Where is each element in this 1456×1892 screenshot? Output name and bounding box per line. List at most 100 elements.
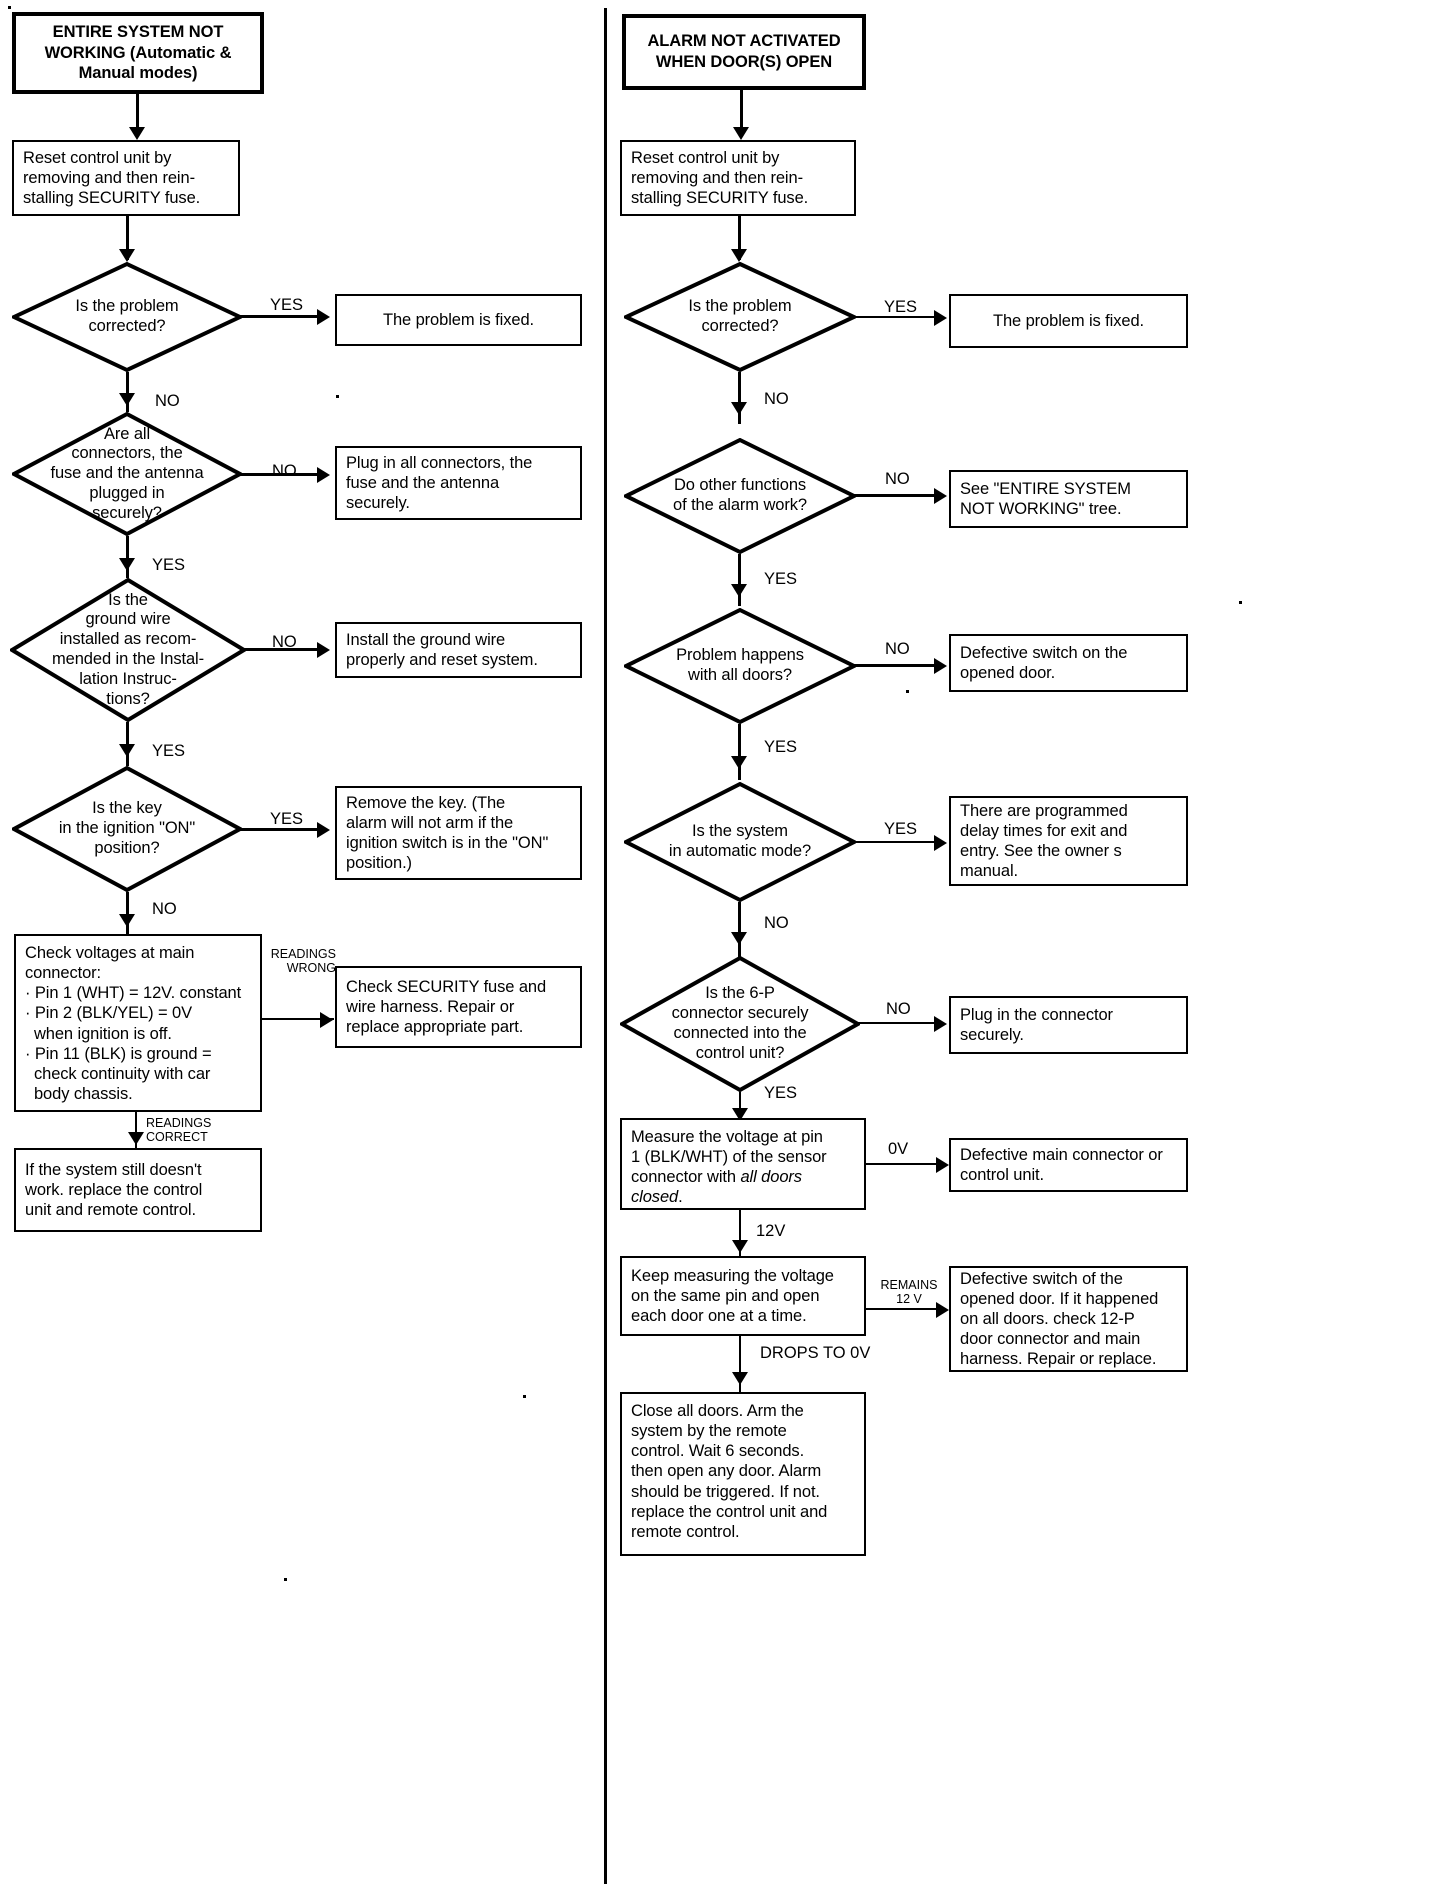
right-label-0v: 0V [888, 1140, 909, 1158]
left-diamond-3-text: Is the ground wire installed as recom- m… [52, 590, 204, 708]
left-edge-d1-yes [240, 315, 320, 318]
right-diamond-3-text: Problem happens with all doors? [676, 646, 804, 684]
speck-6 [1239, 601, 1242, 604]
right-arrowhead-3 [934, 310, 947, 326]
right-edge-d2-no [854, 494, 940, 497]
right-arrowhead-14 [732, 1240, 748, 1253]
right-reset-box: Reset control unit by removing and then … [620, 140, 856, 216]
right-edge-d2-yes [738, 554, 741, 606]
left-label-d3-no: NO [272, 633, 297, 651]
left-diamond-ground-wire: Is the ground wire installed as recom- m… [10, 578, 246, 722]
right-close-doors-text: Close all doors. Arm the system by the r… [631, 1402, 828, 1541]
right-edge-title-to-reset [740, 90, 743, 132]
left-arrowhead-7 [317, 642, 330, 658]
right-edge-d5-yes [739, 1092, 741, 1120]
measure-text-pre: Measure the voltage at pin 1 (BLK/WHT) o… [631, 1128, 827, 1187]
left-arrowhead-8 [119, 744, 135, 757]
right-edge-d1-yes [854, 316, 940, 318]
left-diamond-problem-corrected: Is the problem corrected? [12, 262, 242, 372]
right-label-d5-yes: YES [764, 1084, 798, 1102]
right-edge-reset-to-d1 [738, 216, 741, 260]
right-label-d1-yes: YES [884, 298, 918, 316]
left-diamond-4-text: Is the key in the ignition "ON" position… [58, 799, 196, 857]
left-final-text: If the system still doesn't work. replac… [25, 1160, 203, 1220]
left-label-d1-no: NO [155, 392, 180, 410]
left-reset-box: Reset control unit by removing and then … [12, 140, 240, 216]
left-diamond-connectors: Are all connectors, the fuse and the ant… [12, 412, 242, 536]
left-arrowhead-11 [320, 1012, 333, 1028]
left-edge-d1-no [126, 372, 129, 412]
left-label-d2-yes: YES [152, 556, 186, 574]
left-final-box: If the system still doesn't work. replac… [14, 1148, 262, 1232]
right-result-delay-times-text: There are programmed delay times for exi… [960, 801, 1128, 881]
right-result-see-tree-text: See "ENTIRE SYSTEM NOT WORKING" tree. [960, 479, 1131, 518]
right-result-defective-switch-text: Defective switch on the opened door. [960, 643, 1128, 682]
left-label-d3-yes: YES [152, 742, 186, 760]
left-label-d4-yes: YES [270, 810, 304, 828]
right-label-d2-yes: YES [764, 570, 798, 588]
cv-line-1: Check voltages at main [25, 944, 195, 962]
left-edge-d2-yes [126, 536, 129, 578]
right-arrowhead-7 [934, 658, 947, 674]
right-title-text: ALARM NOT ACTIVATED WHEN DOOR(S) OPEN [647, 32, 841, 71]
left-result-securityfuse-box: Check SECURITY fuse and wire harness. Re… [335, 966, 582, 1048]
right-label-d4-yes: YES [884, 820, 918, 838]
right-edge-d3-no [854, 664, 940, 667]
right-diamond-2-text: Do other functions of the alarm work? [673, 476, 807, 514]
cv-line-5: when ignition is off. [25, 1024, 172, 1043]
right-arrowhead-10 [731, 932, 747, 945]
left-edge-title-to-reset [136, 94, 139, 132]
speck-5 [284, 1578, 287, 1581]
right-arrowhead-13 [936, 1157, 949, 1173]
left-reset-text: Reset control unit by removing and then … [23, 148, 201, 208]
cv-line-2: connector: [25, 964, 102, 983]
right-edge-0v [866, 1163, 942, 1165]
right-result-plug-connector-box: Plug in the connector securely. [949, 996, 1188, 1054]
left-edge-readings-wrong [262, 1018, 334, 1020]
right-result-defective-door-switch-text: Defective switch of the opened door. If … [960, 1269, 1159, 1369]
left-arrowhead-10 [119, 914, 135, 927]
right-edge-remains-12v [866, 1308, 946, 1310]
left-diamond-1-text: Is the problem corrected? [75, 297, 179, 335]
right-close-doors-box: Close all doors. Arm the system by the r… [620, 1392, 866, 1556]
right-label-drops-to-0v: DROPS TO 0V [760, 1344, 871, 1362]
right-result-main-connector-box: Defective main connector or control unit… [949, 1138, 1188, 1192]
right-edge-12v [739, 1210, 741, 1256]
left-result-plugin-text: Plug in all connectors, the fuse and the… [346, 453, 533, 513]
right-diamond-5-text: Is the 6-P connector securely connected … [671, 984, 809, 1062]
left-result-ground-text: Install the ground wire properly and res… [346, 630, 538, 669]
right-result-fixed-text: The problem is fixed. [992, 311, 1145, 330]
right-label-d4-no: NO [764, 914, 789, 932]
right-result-defective-door-switch-box: Defective switch of the opened door. If … [949, 1266, 1188, 1372]
right-edge-drops-to-0v [739, 1336, 741, 1392]
left-label-readings-correct: READINGS CORRECT [146, 1116, 212, 1145]
right-arrowhead-12 [732, 1108, 748, 1121]
right-edge-d5-no [858, 1022, 940, 1024]
left-arrowhead-9 [317, 822, 330, 838]
left-result-removekey-box: Remove the key. (The alarm will not arm … [335, 786, 582, 880]
cv-line-3: · Pin 1 (WHT) = 12V. constant [25, 984, 242, 1003]
right-diamond-6p-connector: Is the 6-P connector securely connected … [620, 956, 860, 1092]
left-result-fixed-box: The problem is fixed. [335, 294, 582, 346]
right-keep-measuring-text: Keep measuring the voltage on the same p… [631, 1266, 834, 1326]
left-title-box: ENTIRE SYSTEM NOT WORKING (Automatic & M… [12, 12, 264, 94]
right-arrowhead-1 [733, 127, 749, 140]
left-edge-d2-no [240, 473, 320, 476]
right-result-main-connector-text: Defective main connector or control unit… [960, 1145, 1163, 1184]
right-arrowhead-2 [731, 249, 747, 262]
right-diamond-other-functions: Do other functions of the alarm work? [624, 438, 856, 554]
right-result-see-tree-box: See "ENTIRE SYSTEM NOT WORKING" tree. [949, 470, 1188, 528]
right-diamond-automatic-mode: Is the system in automatic mode? [624, 782, 856, 902]
right-arrowhead-11 [934, 1016, 947, 1032]
left-arrowhead-4 [119, 393, 135, 406]
speck-1 [336, 395, 339, 398]
right-result-fixed-box: The problem is fixed. [949, 294, 1188, 348]
right-reset-text: Reset control unit by removing and then … [631, 148, 809, 208]
left-result-fixed-text: The problem is fixed. [382, 310, 535, 329]
cv-line-6: · Pin 11 (BLK) is ground = [25, 1044, 212, 1063]
left-result-removekey-text: Remove the key. (The alarm will not arm … [346, 793, 549, 873]
right-arrowhead-9 [934, 835, 947, 851]
left-result-securityfuse-text: Check SECURITY fuse and wire harness. Re… [346, 977, 547, 1037]
left-title-text: ENTIRE SYSTEM NOT WORKING (Automatic & M… [44, 23, 232, 83]
